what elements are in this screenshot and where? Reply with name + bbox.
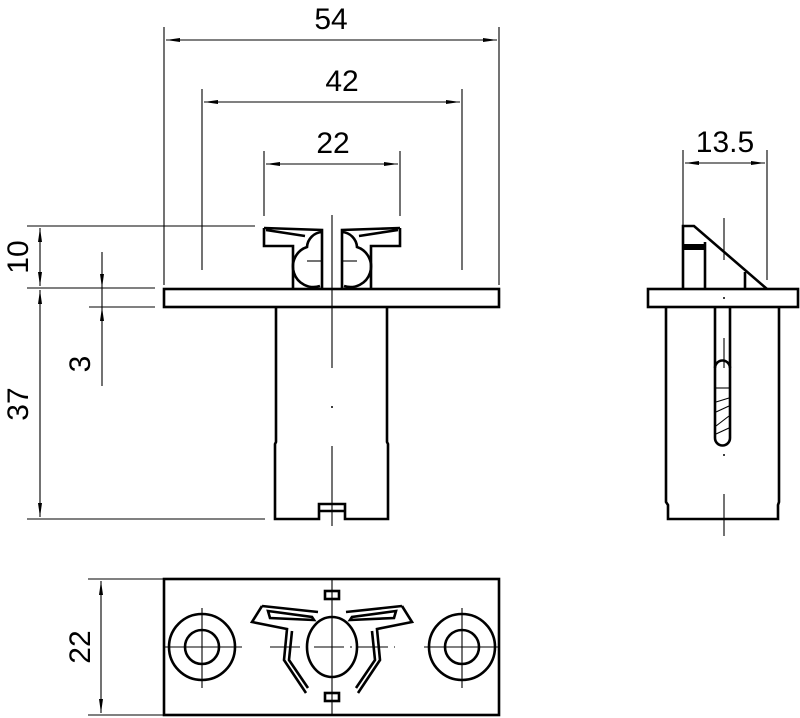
mount-hole-right [424, 608, 499, 688]
dim-label-42: 42 [325, 65, 358, 98]
dimension-overall-width: 54 [163, 3, 500, 285]
side-slot [713, 359, 732, 447]
dim-label-22-top: 22 [316, 127, 349, 160]
side-flange [646, 287, 800, 309]
bottom-clip [249, 580, 415, 714]
dim-label-54: 54 [314, 3, 347, 36]
side-body [664, 307, 781, 521]
dim-label-13-5: 13.5 [696, 126, 754, 159]
dim-label-37: 37 [2, 387, 35, 420]
dim-label-22-bottom: 22 [64, 630, 97, 663]
side-clip [681, 224, 768, 290]
dim-label-3: 3 [64, 356, 97, 373]
dimension-clip-width: 22 [263, 127, 401, 216]
dimension-flange-thickness: 3 [64, 252, 155, 386]
side-view: 13.5 [646, 126, 800, 536]
dimension-flange-depth: 22 [64, 578, 163, 716]
dimension-body-height: 37 [2, 290, 265, 520]
dimension-clip-depth: 13.5 [682, 126, 768, 280]
dim-label-10: 10 [2, 240, 35, 273]
front-view: 54 42 22 10 [2, 3, 501, 526]
dimension-hole-spacing: 42 [201, 65, 463, 270]
dimension-clip-height: 10 [2, 225, 255, 289]
clip-right [340, 226, 402, 289]
clip-left [262, 226, 324, 289]
bottom-view: 22 [64, 577, 501, 717]
mount-hole-left [164, 608, 242, 688]
